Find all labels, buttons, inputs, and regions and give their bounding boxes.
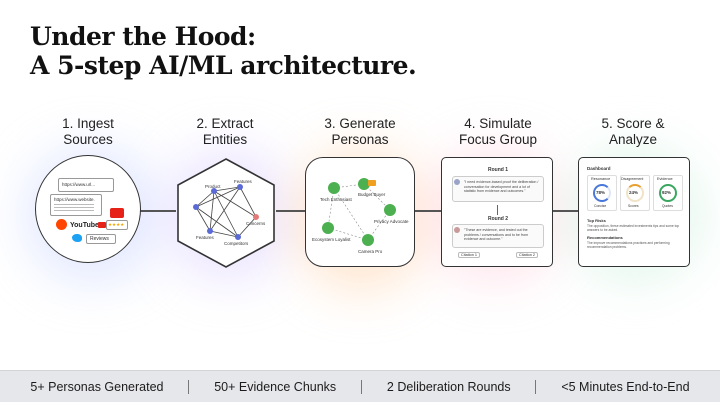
- youtube-play-icon: [110, 208, 124, 218]
- step-3-label: 3. Generate Personas: [324, 116, 396, 147]
- chat-avatar-1: [454, 179, 460, 185]
- persona-map: [322, 178, 396, 246]
- stat-evidence-chunks: 50+ Evidence Chunks: [214, 379, 337, 394]
- reviews-card: [86, 234, 116, 244]
- step-4-label: 4. Simulate Focus Group: [458, 116, 538, 147]
- stat-divider-1: [188, 379, 190, 394]
- quote-2: "These are evidence, and tested out the …: [464, 228, 529, 242]
- persona-icon-privacy-advocate: [384, 204, 396, 216]
- stat-divider-2: [361, 379, 363, 394]
- entity-label-product: Product: [205, 184, 221, 189]
- persona-label-budget-buyer: Budget Buyer: [358, 192, 386, 197]
- score-analyze-node: Dashboard Resonance 78% Concise Disagree…: [578, 157, 690, 267]
- persona-icon-budget-buyer: [358, 178, 370, 190]
- gauge-evidence: [659, 184, 677, 202]
- ingest-sources-node: https://www.url... https://www.website. …: [35, 155, 141, 263]
- reviews-label: Reviews: [90, 236, 109, 242]
- step-1-label: 1. Ingest Sources: [62, 116, 114, 147]
- step-2-label: 2. Extract Entities: [196, 116, 254, 147]
- stat-deliberation-rounds: 2 Deliberation Rounds: [386, 379, 511, 394]
- citation-1-chip: Citation 1: [458, 252, 481, 258]
- url-text-1: https://www.url...: [62, 182, 96, 187]
- text-lines: [54, 204, 94, 205]
- entity-label-features-bottom: Features: [196, 235, 214, 240]
- gauge-disagreement: [626, 184, 644, 202]
- metric-caption-resonance: Concise: [594, 204, 607, 208]
- metric-name-disagreement: Disagreement: [621, 177, 644, 181]
- youtube-logo: YouTube: [70, 222, 99, 229]
- metric-value-disagreement: 24%: [629, 190, 639, 195]
- top-risks-text: The opposition, these estimated investme…: [587, 224, 680, 233]
- metric-card-evidence: [653, 175, 683, 211]
- metric-value-evidence: 92%: [662, 190, 672, 195]
- generate-personas-node: Tech Enthusiast Budget Buyer Privacy Adv…: [305, 157, 415, 267]
- stat-personas: 5+ Personas Generated: [30, 379, 164, 394]
- url-card-2: [50, 194, 102, 216]
- persona-icon-ecosystem-loyalist: [322, 222, 334, 234]
- stats-bar: 5+ Personas Generated 50+ Evidence Chunk…: [0, 370, 720, 402]
- connector-1-2: [140, 210, 176, 212]
- title-line-1: Under the Hood:: [30, 22, 256, 51]
- chat-bubble-2: "These are evidence, and tested out the …: [452, 224, 544, 248]
- entity-node-left: [193, 204, 199, 210]
- dashboard-title: Dashboard: [587, 166, 611, 171]
- reddit-icon: [56, 219, 67, 230]
- stars-card: [106, 220, 128, 230]
- stat-end-to-end: <5 Minutes End-to-End: [561, 379, 690, 394]
- entity-graph: [177, 158, 275, 268]
- entity-node-features-top: [237, 184, 243, 190]
- budget-wallet-icon: [368, 180, 376, 186]
- url-card-1: [58, 178, 114, 192]
- rating-stars: ★★★★: [108, 222, 125, 227]
- twitter-icon: [72, 234, 82, 242]
- step-5-label: 5. Score & Analyze: [601, 116, 665, 147]
- simulate-focus-group-node: Round 1 "I need evidence-based proof the…: [441, 157, 553, 267]
- url-text-2: https://www.website.: [54, 197, 95, 202]
- round-2-label: Round 2: [488, 216, 508, 222]
- metric-name-resonance: Resonance: [591, 177, 611, 181]
- persona-icon-camera-pro: [362, 234, 374, 246]
- persona-label-camera-pro: Camera Pro: [358, 249, 383, 254]
- gauge-resonance: [593, 184, 611, 202]
- arrow-down-icon: [497, 205, 498, 215]
- persona-label-ecosystem-loyalist: Ecosystem Loyalist: [312, 237, 351, 242]
- entity-label-competitors: Competitors: [224, 241, 249, 246]
- persona-icon-tech-enthusiast: [328, 182, 340, 194]
- persona-label-tech-enthusiast: Tech Enthusiast: [320, 197, 352, 202]
- top-risks-title: Top Risks: [587, 218, 606, 223]
- entity-node-competitors: [235, 234, 241, 240]
- metric-caption-disagreement: Scores: [628, 204, 639, 208]
- extract-entities-node: Product Features Concerns Competitors Fe…: [174, 157, 278, 269]
- connector-2-3: [276, 210, 306, 212]
- metric-card-disagreement: [620, 175, 650, 211]
- entity-label-concerns: Concerns: [246, 221, 266, 226]
- persona-label-privacy-advocate: Privacy Advocate: [374, 219, 409, 224]
- connector-3-4: [414, 210, 442, 212]
- title-line-2: A 5-step AI/ML architecture.: [30, 51, 417, 80]
- entity-node-features-bottom: [207, 228, 213, 234]
- entity-label-features-top: Features: [234, 179, 252, 184]
- recommendations-title: Recommendations: [587, 235, 623, 240]
- metric-value-resonance: 78%: [596, 190, 606, 195]
- entity-node-product: [211, 188, 217, 194]
- page-title: Under the Hood: A 5-step AI/ML architect…: [30, 22, 417, 80]
- metric-caption-evidence: Quotes: [662, 204, 673, 208]
- citation-2-chip: Citation 2: [516, 252, 539, 258]
- round-1-label: Round 1: [488, 167, 508, 173]
- chat-bubble-1: "I need evidence-based proof the deliber…: [452, 176, 544, 202]
- metric-card-resonance: [587, 175, 617, 211]
- chat-avatar-2: [454, 227, 460, 233]
- stat-divider-3: [535, 379, 537, 394]
- entity-node-concerns: [253, 214, 259, 220]
- recommendations-text: The improve recommendations practices an…: [587, 241, 670, 250]
- quote-1: "I need evidence-based proof the deliber…: [464, 180, 539, 194]
- youtube-badge-icon: [98, 222, 106, 228]
- hexagon-frame: [177, 158, 275, 268]
- metric-name-evidence: Evidence: [657, 177, 673, 181]
- connector-4-5: [553, 210, 579, 212]
